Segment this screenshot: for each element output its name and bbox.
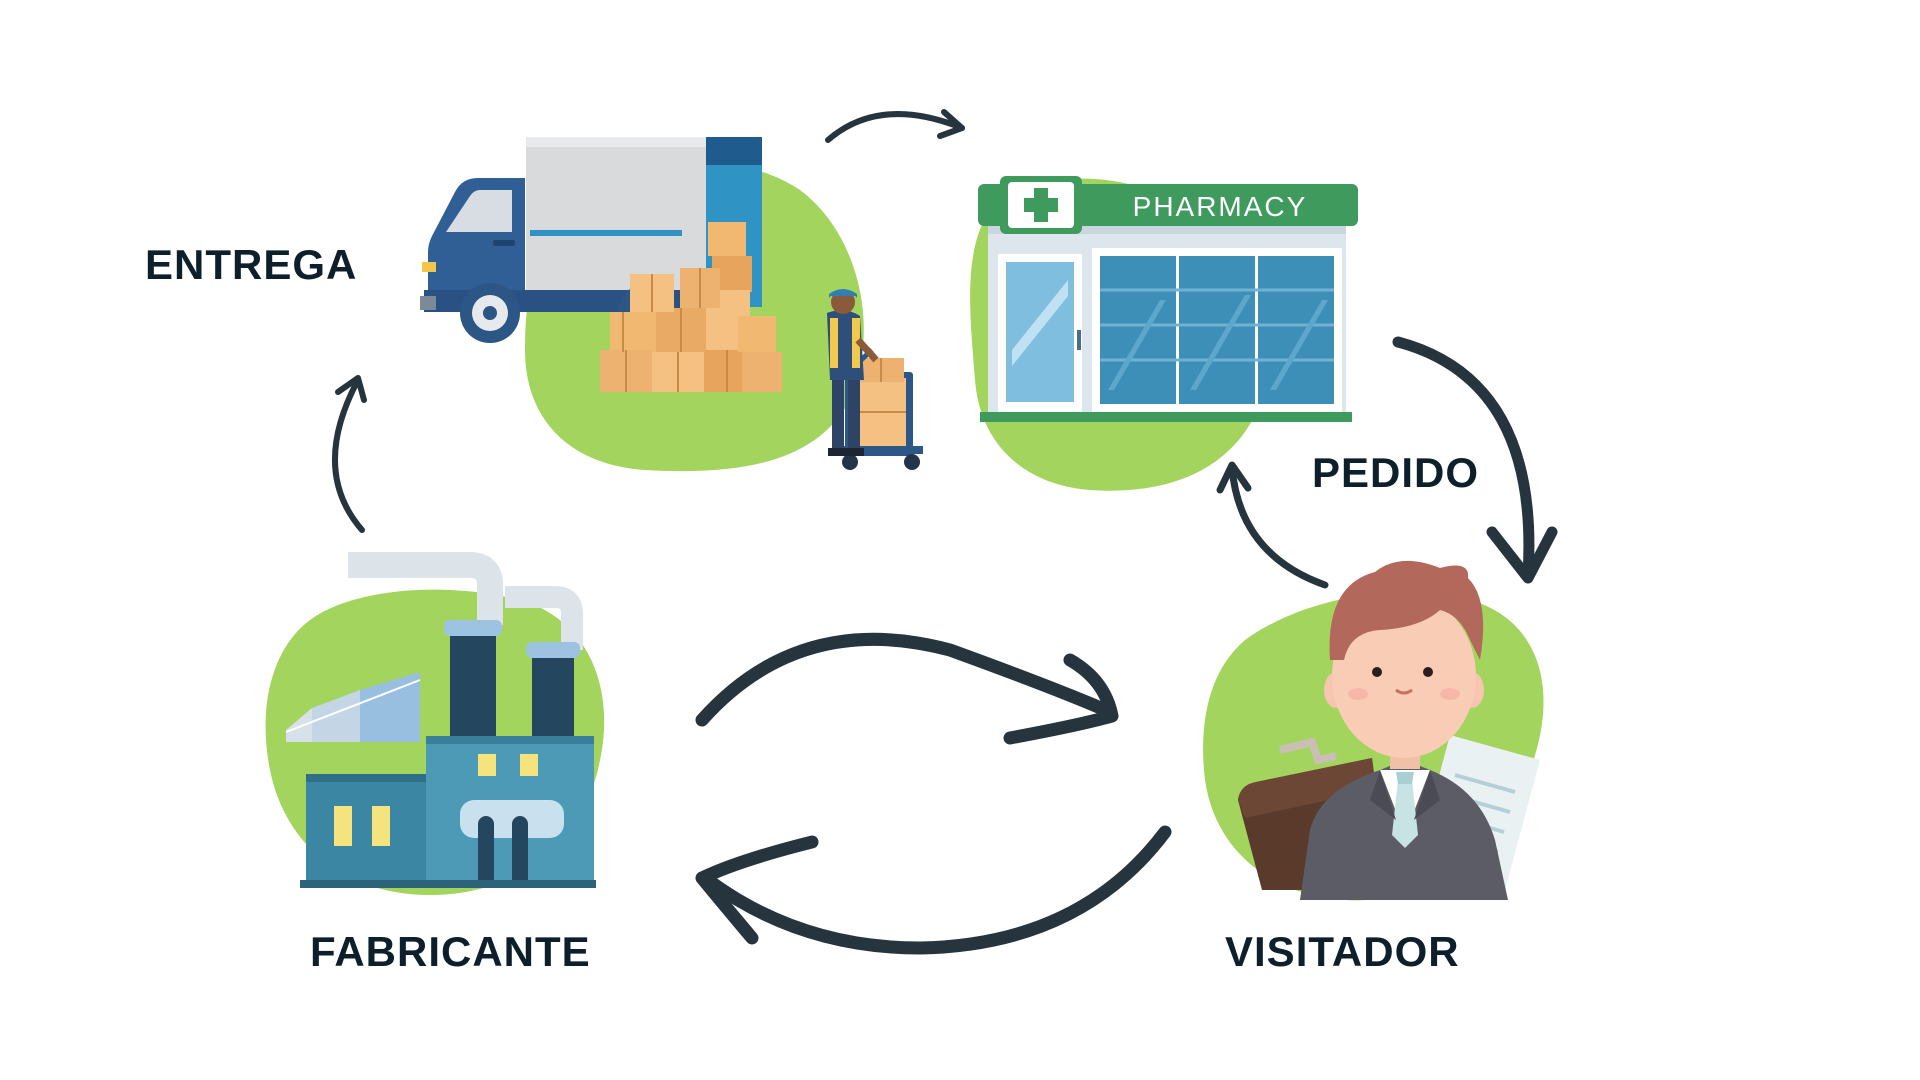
arrow-pedido-to-visitador <box>1392 336 1558 584</box>
cardboard-boxes-icon <box>600 222 782 392</box>
factory-icon <box>285 552 596 888</box>
node-label-pedido: PEDIDO <box>1312 449 1480 496</box>
node-label-entrega: ENTREGA <box>145 241 358 288</box>
node-label-visitador: VISITADOR <box>1225 928 1460 975</box>
delivery-node <box>420 137 923 472</box>
arrow-entrega-to-pedido <box>825 109 965 143</box>
medical-representative-icon <box>1238 560 1540 900</box>
pharmacy-store-icon: PHARMACY <box>978 176 1358 422</box>
arrow-visitador-to-pedido <box>1216 461 1329 589</box>
pharmacy-sign-text: PHARMACY <box>1133 191 1308 222</box>
arrow-fabricante-to-entrega <box>332 375 367 533</box>
arrow-visitador-to-fabricante <box>695 825 1172 955</box>
node-label-fabricante: FABRICANTE <box>310 928 591 975</box>
visitador-node <box>1203 560 1544 901</box>
factory-node <box>265 552 605 895</box>
pharmacy-node: PHARMACY <box>970 176 1358 491</box>
arrow-fabricante-to-visitador <box>695 632 1119 745</box>
delivery-worker-icon <box>827 289 923 470</box>
